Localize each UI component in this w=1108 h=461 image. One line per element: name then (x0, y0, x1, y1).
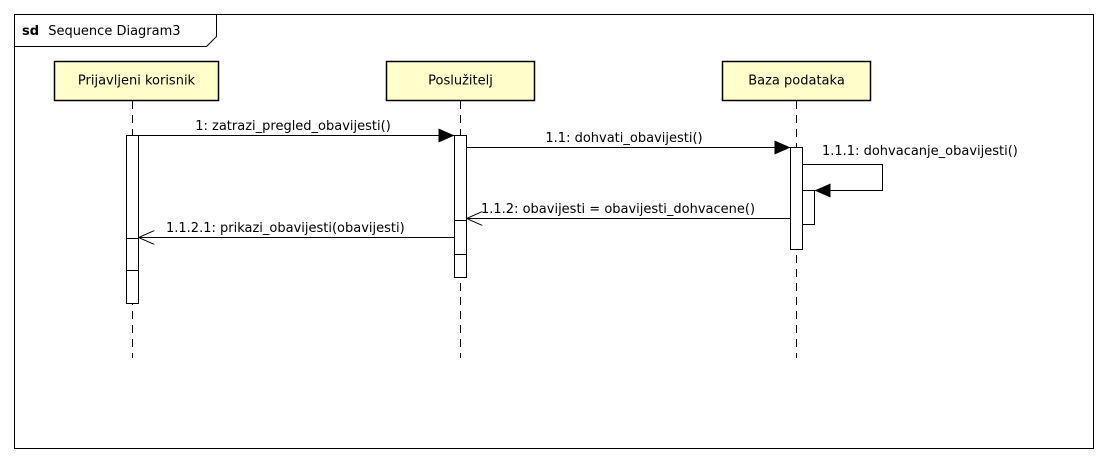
message-1-1-1[interactable]: 1.1.1: dohvacanje_obavijesti() (802, 144, 1018, 198)
frame-name: Sequence Diagram3 (48, 24, 180, 39)
frame-keyword: sd (22, 24, 39, 39)
frame-title: sd Sequence Diagram3 (22, 24, 181, 39)
message-arrow (802, 164, 883, 198)
message-label: 1.1.2.1: prikazi_obavijesti(obavijesti) (166, 221, 405, 236)
message-label: 1.1.2: obavijesti = obavijesti_dohvacene… (481, 202, 755, 217)
message-label: 1: zatrazi_pregled_obavijesti() (195, 119, 391, 134)
activation-bar-prijavljeni-korisnik (126, 135, 139, 304)
lifeline-prijavljeni-korisnik[interactable]: Prijavljeni korisnik (53, 60, 220, 102)
lifeline-head-box (385, 60, 536, 102)
lifeline-label: Baza podataka (748, 74, 845, 89)
activation-bar-posluzitelj (454, 135, 467, 278)
lifeline-label: Poslužitelj (428, 74, 493, 89)
message-1-1-2[interactable]: 1.1.2: obavijesti = obavijesti_dohvacene… (466, 202, 791, 219)
lifeline-head-box (53, 60, 220, 102)
activation-bar-self-call (802, 190, 815, 225)
message-1-1[interactable]: 1.1: dohvati_obavijesti() (466, 131, 791, 155)
lifeline-head-box (721, 60, 872, 102)
activation-bar-baza-podataka (790, 147, 803, 250)
lifeline-label: Prijavljeni korisnik (78, 74, 196, 89)
message-1[interactable]: 1: zatrazi_pregled_obavijesti() (138, 119, 455, 143)
message-label: 1.1: dohvati_obavijesti() (545, 131, 702, 146)
lifeline-baza-podataka[interactable]: Baza podataka (721, 60, 872, 102)
message-1-1-2-1[interactable]: 1.1.2.1: prikazi_obavijesti(obavijesti) (138, 221, 455, 238)
lifeline-posluzitelj[interactable]: Poslužitelj (385, 60, 536, 102)
message-label: 1.1.1: dohvacanje_obavijesti() (822, 144, 1018, 159)
frame-name-tab (14, 14, 217, 47)
